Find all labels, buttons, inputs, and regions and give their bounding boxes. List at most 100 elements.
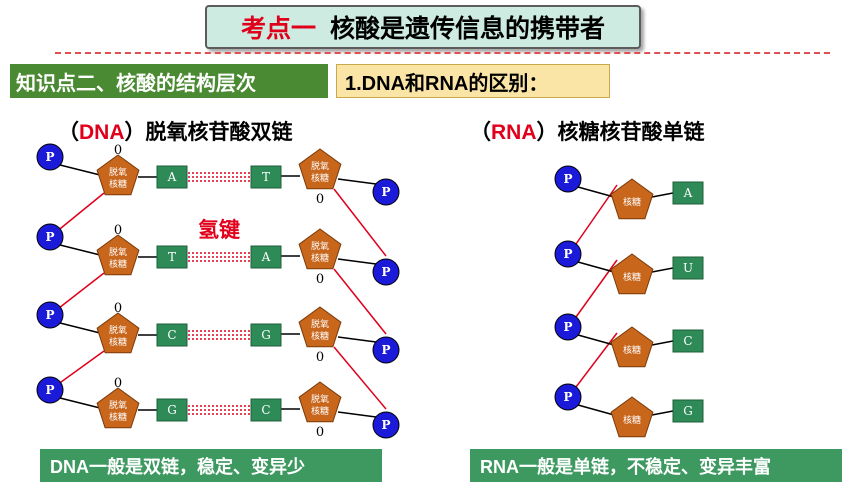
dna-right-phosphate-2-label: P <box>381 343 390 357</box>
dna-left-base-2 <box>156 323 188 347</box>
dna-right-backbone-2 <box>333 346 387 410</box>
rna-backbone-2 <box>575 332 618 388</box>
dna-summary: DNA一般是双链，稳定、变异少 <box>40 449 382 482</box>
rna-pbond-0 <box>577 186 615 198</box>
dna-right-oxygen-0: 0 <box>316 192 324 207</box>
rna-pbond-3 <box>577 404 615 416</box>
dna-left-sugar-text2-3: 核糖 <box>109 411 127 422</box>
dna-right-phosphate-0-label: P <box>381 185 390 199</box>
slide-title: 考点一 核酸是遗传信息的携带者 <box>205 5 641 49</box>
rna-base-1 <box>672 256 704 280</box>
dna-left-pbond-0 <box>59 164 101 176</box>
dna-right-base-1 <box>250 245 282 269</box>
dna-left-base-0 <box>156 165 188 189</box>
dna-right-base-0 <box>250 165 282 189</box>
dna-right-deoxyribose-1 <box>298 228 342 270</box>
title-part2: 核酸是遗传信息的携带者 <box>330 15 606 43</box>
rna-phosphate-0 <box>554 165 582 193</box>
dna-right-base-2-label: G <box>261 328 271 342</box>
rna-heading-rest: ）核糖核苷酸单链 <box>536 121 705 144</box>
rna-summary: RNA一般是单链，不稳定、变异丰富 <box>470 449 842 482</box>
dna-right-base-1-label: A <box>261 250 271 264</box>
knowledge-point-banner: 知识点二、核酸的结构层次 <box>10 64 328 98</box>
dna-right-base-2 <box>250 323 282 347</box>
dna-right-base-3-label: C <box>261 403 270 417</box>
dna-left-oxygen-2: 0 <box>114 301 122 316</box>
rna-phosphate-3 <box>554 383 582 411</box>
dna-right-pbond-3 <box>337 411 377 418</box>
dna-right-sugar-text2-0: 核糖 <box>311 172 329 183</box>
rna-phosphate-1-label: P <box>563 247 572 261</box>
rna-base-0 <box>672 181 704 205</box>
rna-phosphate-3-label: P <box>563 390 572 404</box>
dna-left-base-2-label: C <box>167 328 176 342</box>
dna-left-oxygen-3: 0 <box>114 376 122 391</box>
rna-heading: （RNA）核糖核苷酸单链 <box>470 116 705 146</box>
rna-base-2 <box>672 329 704 353</box>
dna-right-pbond-2 <box>337 336 377 343</box>
hydrogen-bond-label: 氢键 <box>198 219 240 242</box>
rna-sugar-text-2: 核糖 <box>623 344 641 355</box>
dna-right-phosphate-0 <box>372 178 400 206</box>
dna-left-sugar-text2-2: 核糖 <box>109 336 127 347</box>
dna-left-pbond-3 <box>59 397 101 409</box>
dna-right-phosphate-1-label: P <box>381 265 390 279</box>
dna-left-sugar-text1-2: 脱氧 <box>109 324 127 335</box>
rna-phosphate-2-label: P <box>563 320 572 334</box>
dna-right-deoxyribose-2 <box>298 306 342 348</box>
rna-base-1-label: U <box>683 261 693 275</box>
dna-heading-name: DNA <box>79 121 125 144</box>
rna-sugar-text-1: 核糖 <box>623 271 641 282</box>
dna-left-phosphate-1 <box>36 223 64 251</box>
dna-right-deoxyribose-0 <box>298 148 342 190</box>
rna-heading-name: RNA <box>491 121 537 144</box>
dna-right-oxygen-2: 0 <box>316 350 324 365</box>
dna-right-phosphate-2 <box>372 336 400 364</box>
dna-right-sugar-text1-3: 脱氧 <box>311 393 329 404</box>
dna-left-deoxyribose-0 <box>96 154 140 196</box>
dna-left-sugar-text1-3: 脱氧 <box>109 399 127 410</box>
rna-backbone-0 <box>575 184 618 245</box>
dna-left-sugar-text1-0: 脱氧 <box>109 166 127 177</box>
dna-right-backbone-1 <box>333 268 387 335</box>
dna-left-base-1 <box>156 245 188 269</box>
dna-right-phosphate-3-label: P <box>381 418 390 432</box>
dna-left-sugar-text1-1: 脱氧 <box>109 246 127 257</box>
rna-sbond-3 <box>651 410 674 416</box>
dna-left-sugar-text2-0: 核糖 <box>109 178 127 189</box>
dna-left-base-3-label: G <box>167 403 177 417</box>
rna-heading-open: （ <box>470 121 491 144</box>
dna-right-deoxyribose-3 <box>298 381 342 423</box>
rna-phosphate-1 <box>554 240 582 268</box>
dna-right-sugar-text2-3: 核糖 <box>311 405 329 416</box>
dna-right-phosphate-1 <box>372 258 400 286</box>
dna-left-oxygen-1: 0 <box>114 223 122 238</box>
dna-right-base-3 <box>250 398 282 422</box>
dna-left-oxygen-0: 0 <box>114 143 122 158</box>
rna-sbond-1 <box>651 267 674 273</box>
dna-left-base-0-label: A <box>167 170 177 184</box>
dna-right-sugar-text1-1: 脱氧 <box>311 240 329 251</box>
dna-left-deoxyribose-3 <box>96 387 140 429</box>
dna-right-sugar-text1-2: 脱氧 <box>311 318 329 329</box>
dna-left-phosphate-3-label: P <box>45 383 54 397</box>
dna-left-phosphate-2-label: P <box>45 308 54 322</box>
subtopic-banner: 1.DNA和RNA的区别： <box>336 64 610 98</box>
dna-left-sugar-text2-1: 核糖 <box>109 258 127 269</box>
dna-left-phosphate-2 <box>36 301 64 329</box>
dna-right-backbone-0 <box>333 188 387 257</box>
dna-right-phosphate-3 <box>372 411 400 439</box>
dna-left-phosphate-0-label: P <box>45 150 54 164</box>
rna-base-3-label: G <box>683 404 693 418</box>
dna-right-pbond-0 <box>337 178 377 185</box>
dna-heading: （DNA）脱氧核苷酸双链 <box>58 116 293 146</box>
dna-heading-open: （ <box>58 121 79 144</box>
dna-left-pbond-2 <box>59 322 101 334</box>
rna-phosphate-0-label: P <box>563 172 572 186</box>
rna-ribose-2 <box>610 326 654 368</box>
rna-sugar-text-3: 核糖 <box>623 414 641 425</box>
dna-right-sugar-text2-2: 核糖 <box>311 330 329 341</box>
title-part1: 考点一 <box>240 15 316 43</box>
rna-sbond-0 <box>651 192 674 198</box>
